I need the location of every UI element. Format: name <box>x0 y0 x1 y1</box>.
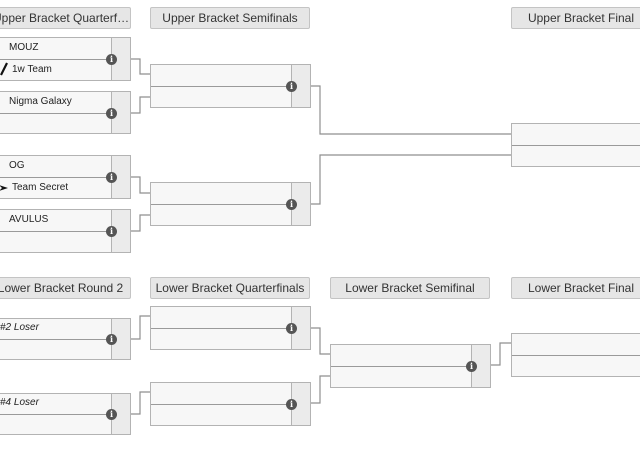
header-ub-quarterfinals: Upper Bracket Quarterfinals <box>0 7 131 29</box>
match-ubsf-2[interactable]: i <box>150 182 311 226</box>
match-lbqf-1[interactable]: i <box>150 306 311 350</box>
header-lb-round2: Lower Bracket Round 2 <box>0 277 131 299</box>
info-icon[interactable]: i <box>106 334 117 345</box>
info-icon[interactable]: i <box>286 81 297 92</box>
info-icon[interactable]: i <box>286 399 297 410</box>
team-slot: AVULUS <box>9 214 49 225</box>
info-icon[interactable]: i <box>286 199 297 210</box>
info-icon[interactable]: i <box>286 323 297 334</box>
match-lbr2-1[interactable]: #2 Loser i <box>0 318 131 360</box>
header-lb-semifinal: Lower Bracket Semifinal <box>330 277 490 299</box>
match-lb-semifinal[interactable]: i <box>330 344 491 388</box>
arrow-logo-icon <box>0 181 9 195</box>
match-lbr2-2[interactable]: #4 Loser i <box>0 393 131 435</box>
match-ubsf-1[interactable]: i <box>150 64 311 108</box>
match-lbqf-2[interactable]: i <box>150 382 311 426</box>
header-lb-final: Lower Bracket Final <box>511 277 640 299</box>
team-slot: #4 Loser <box>0 397 39 408</box>
match-ubqf-3[interactable]: OG Team Secret i <box>0 155 131 199</box>
info-icon[interactable]: i <box>466 361 477 372</box>
header-ub-final: Upper Bracket Final <box>511 7 640 29</box>
info-icon[interactable]: i <box>106 54 117 65</box>
team-slot: #2 Loser <box>0 322 39 333</box>
match-lb-final[interactable] <box>511 333 640 377</box>
info-icon[interactable]: i <box>106 108 117 119</box>
info-icon[interactable]: i <box>106 172 117 183</box>
team-slot: Nigma Galaxy <box>9 96 72 107</box>
match-ubqf-1[interactable]: MOUZ 1w Team i <box>0 37 131 81</box>
team-slot: 1w Team <box>12 64 52 75</box>
team-slot: Team Secret <box>12 182 69 193</box>
team-slot: MOUZ <box>9 42 39 53</box>
info-icon[interactable]: i <box>106 409 117 420</box>
match-ub-final[interactable] <box>511 123 640 167</box>
slash-logo-icon <box>0 62 9 76</box>
info-icon[interactable]: i <box>106 226 117 237</box>
match-ubqf-4[interactable]: AVULUS i <box>0 209 131 253</box>
match-ubqf-2[interactable]: Nigma Galaxy i <box>0 91 131 134</box>
header-lb-quarterfinals: Lower Bracket Quarterfinals <box>150 277 310 299</box>
team-slot: OG <box>9 160 25 171</box>
header-ub-semifinals: Upper Bracket Semifinals <box>150 7 310 29</box>
